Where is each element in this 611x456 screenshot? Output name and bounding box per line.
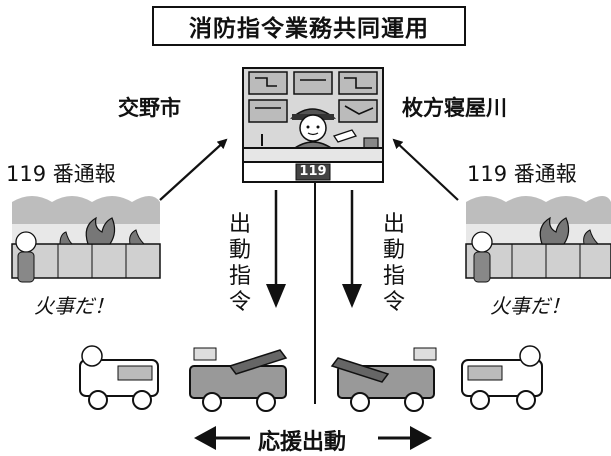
fire-scene-icon <box>11 196 161 283</box>
dispatch-char: 動 <box>382 238 405 263</box>
ladder-truck-icon <box>330 347 437 412</box>
dispatch-order-label-right: 出 動 指 令 <box>380 212 408 316</box>
dispatch-char: 令 <box>382 290 405 315</box>
dispatch-arrow-right <box>342 190 362 308</box>
emergency-number-display: 119 <box>299 164 327 179</box>
support-arrow-left <box>194 426 250 450</box>
fire-engine-icon <box>461 345 543 410</box>
dispatch-char: 出 <box>228 212 251 237</box>
dispatch-order-label-left: 出 動 指 令 <box>226 212 254 316</box>
report-arrow-right <box>392 138 459 201</box>
monitor-wall-icon <box>242 67 384 149</box>
fire-engine-icon <box>79 345 159 410</box>
report-label-right: 119 番通報 <box>467 162 577 186</box>
support-arrow-right <box>378 426 432 450</box>
dispatch-char: 指 <box>228 264 251 289</box>
dispatch-char: 動 <box>228 238 251 263</box>
fire-scene-icon <box>465 196 611 283</box>
city-label-left: 交野市 <box>118 96 181 120</box>
report-arrow-left <box>159 138 228 201</box>
city-label-right: 枚方寝屋川 <box>402 96 507 120</box>
page-title: 消防指令業務共同運用 <box>152 6 466 46</box>
dispatch-arrow-left <box>266 190 286 308</box>
mutual-support-label: 応援出動 <box>258 430 347 455</box>
fire-shout-right: 火事だ！ <box>490 294 570 318</box>
ladder-truck-icon <box>189 347 288 412</box>
dispatch-char: 出 <box>382 212 405 237</box>
dispatch-char: 指 <box>382 264 405 289</box>
fire-shout-left: 火事だ！ <box>34 294 114 318</box>
dispatch-char: 令 <box>228 290 251 315</box>
dispatch-center-illustration <box>242 67 384 183</box>
report-label-left: 119 番通報 <box>6 162 116 186</box>
